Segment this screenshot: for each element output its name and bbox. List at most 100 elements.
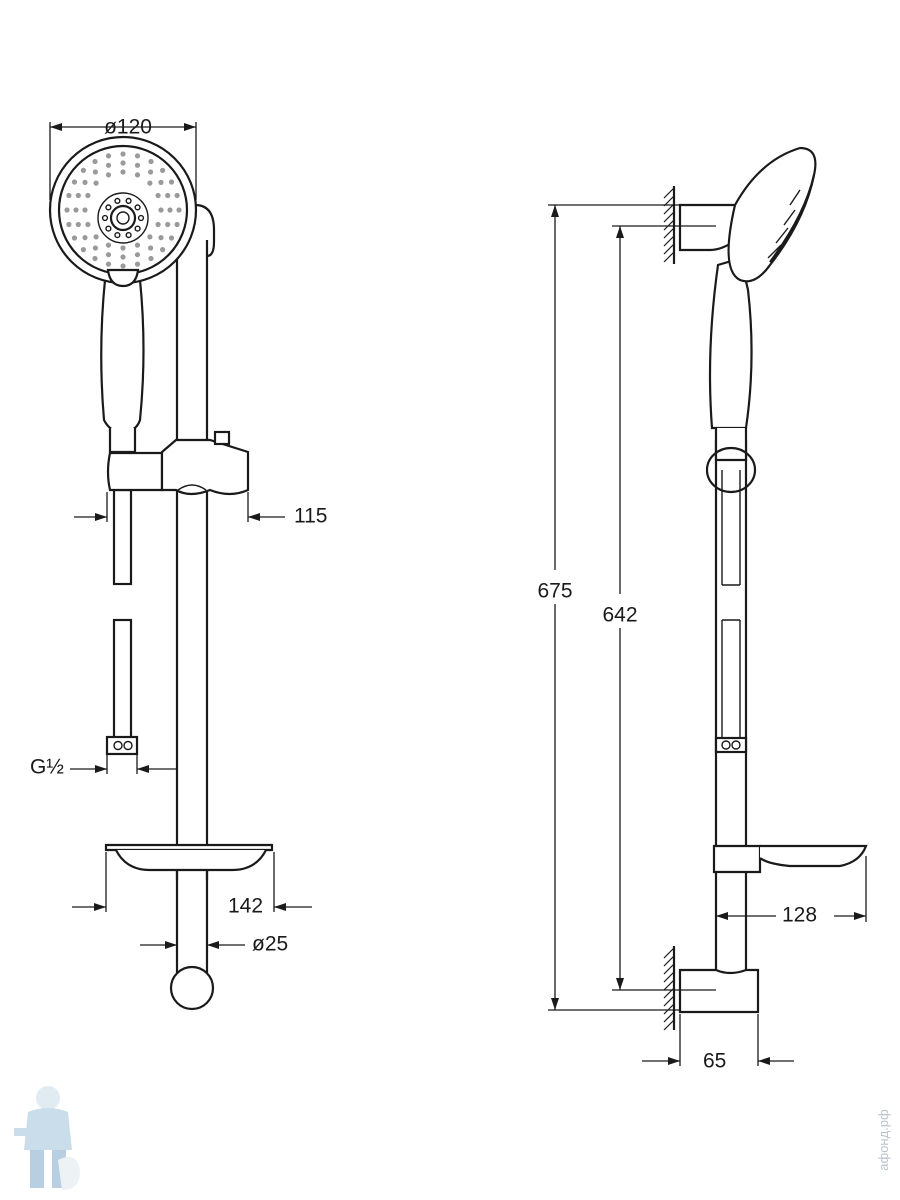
hatch-line bbox=[663, 963, 675, 975]
nozzle bbox=[82, 235, 88, 241]
nozzle bbox=[155, 221, 161, 228]
hatch-line bbox=[663, 995, 675, 1007]
nozzle bbox=[92, 158, 98, 165]
center-nozzle bbox=[134, 204, 141, 211]
nozzle bbox=[147, 180, 153, 186]
hatch-line bbox=[663, 235, 675, 247]
nozzle bbox=[134, 162, 141, 168]
dim-rail-diameter: ø25 bbox=[140, 933, 288, 956]
dim-dish-front: 142 bbox=[72, 852, 312, 918]
dim-head-diameter: ø120 bbox=[49, 116, 197, 200]
nozzle bbox=[75, 221, 81, 228]
dish-side-label: 128 bbox=[782, 904, 817, 927]
nozzle bbox=[120, 254, 126, 260]
bottom-wall-bracket bbox=[678, 968, 760, 1014]
bracket-depth-label: 65 bbox=[703, 1050, 726, 1073]
nozzle bbox=[158, 179, 164, 185]
wall-hatch-bottom bbox=[663, 946, 676, 1031]
nozzle bbox=[168, 179, 175, 185]
holder-projection-label: 115 bbox=[294, 505, 327, 528]
shower-handle-front bbox=[100, 278, 145, 454]
plumber-mascot-logo bbox=[14, 1086, 80, 1190]
hatch-line bbox=[663, 211, 675, 223]
nozzle bbox=[160, 167, 166, 173]
nozzle bbox=[158, 235, 164, 241]
hatch-line bbox=[663, 187, 675, 199]
nozzle bbox=[120, 160, 126, 166]
slide-rail-side bbox=[714, 440, 748, 972]
shower-head-front bbox=[48, 135, 198, 288]
nozzle bbox=[167, 207, 173, 213]
center-nozzle bbox=[105, 225, 112, 232]
bracket-spacing-label: 642 bbox=[602, 604, 637, 627]
hatch-line bbox=[663, 243, 675, 255]
soap-dish-side bbox=[712, 844, 868, 874]
nozzle bbox=[176, 207, 182, 213]
nozzle bbox=[134, 153, 141, 159]
nozzle bbox=[120, 245, 126, 251]
center-nozzle bbox=[114, 232, 121, 239]
side-view: 675 642 128 65 bbox=[537, 146, 868, 1073]
nozzle bbox=[120, 151, 126, 157]
hatch-line bbox=[663, 947, 675, 959]
hatch-line bbox=[663, 227, 675, 239]
nozzle bbox=[73, 207, 79, 213]
nozzle bbox=[71, 179, 78, 185]
nozzle bbox=[134, 172, 141, 178]
soap-dish-front bbox=[104, 843, 274, 880]
rail-diameter-label: ø25 bbox=[252, 933, 288, 956]
nozzle bbox=[92, 255, 98, 262]
nozzle bbox=[148, 169, 154, 175]
spray-nozzles bbox=[64, 151, 182, 269]
hatch-line bbox=[663, 219, 675, 231]
nozzle bbox=[105, 242, 112, 248]
center-nozzle bbox=[137, 214, 145, 222]
head-diameter-label: ø120 bbox=[104, 116, 152, 139]
watermark-text: афонд.рф bbox=[876, 1109, 891, 1171]
nozzle bbox=[82, 179, 88, 185]
nozzle bbox=[85, 192, 91, 199]
overall-height-label: 675 bbox=[537, 580, 572, 603]
nozzle bbox=[120, 263, 126, 269]
front-view: ø120 115 G½ 142 bbox=[30, 116, 327, 1011]
nozzle bbox=[93, 234, 99, 240]
dim-bracket-spacing: 642 bbox=[602, 225, 716, 991]
center-nozzle bbox=[125, 232, 132, 239]
center-nozzle bbox=[134, 225, 141, 232]
nozzle bbox=[82, 207, 88, 213]
hatch-line bbox=[663, 251, 675, 263]
nozzle bbox=[105, 261, 112, 267]
nozzle bbox=[155, 192, 161, 199]
shower-head-side bbox=[727, 146, 817, 283]
hatch-line bbox=[663, 195, 675, 207]
hatch-line bbox=[663, 979, 675, 991]
nozzle bbox=[134, 252, 141, 258]
dim-overall-height: 675 bbox=[537, 204, 680, 1011]
rail-end-cap bbox=[169, 965, 215, 1011]
dish-front-label: 142 bbox=[228, 895, 263, 918]
nozzle bbox=[92, 169, 98, 175]
top-wall-bracket bbox=[678, 203, 738, 252]
center-nozzle bbox=[101, 214, 109, 222]
hatch-line bbox=[663, 203, 675, 215]
dim-dish-side: 128 bbox=[716, 856, 867, 927]
dim-holder-projection: 115 bbox=[74, 492, 327, 528]
slider-holder-front bbox=[106, 430, 250, 496]
nozzle bbox=[80, 247, 86, 253]
hatch-line bbox=[663, 1019, 675, 1031]
nozzle bbox=[165, 192, 171, 199]
nozzle bbox=[158, 207, 164, 213]
slide-rail-front bbox=[169, 203, 216, 1011]
nozzle bbox=[80, 167, 86, 173]
nozzle bbox=[85, 221, 91, 228]
nozzle bbox=[64, 207, 70, 213]
nozzle bbox=[105, 153, 112, 159]
shower-handle-side bbox=[705, 258, 757, 494]
nozzle bbox=[120, 169, 126, 175]
nozzle bbox=[160, 247, 166, 253]
nozzle bbox=[105, 252, 112, 258]
center-nozzle bbox=[105, 204, 112, 211]
nozzle bbox=[134, 261, 141, 267]
dim-bracket-depth: 65 bbox=[642, 1014, 794, 1073]
